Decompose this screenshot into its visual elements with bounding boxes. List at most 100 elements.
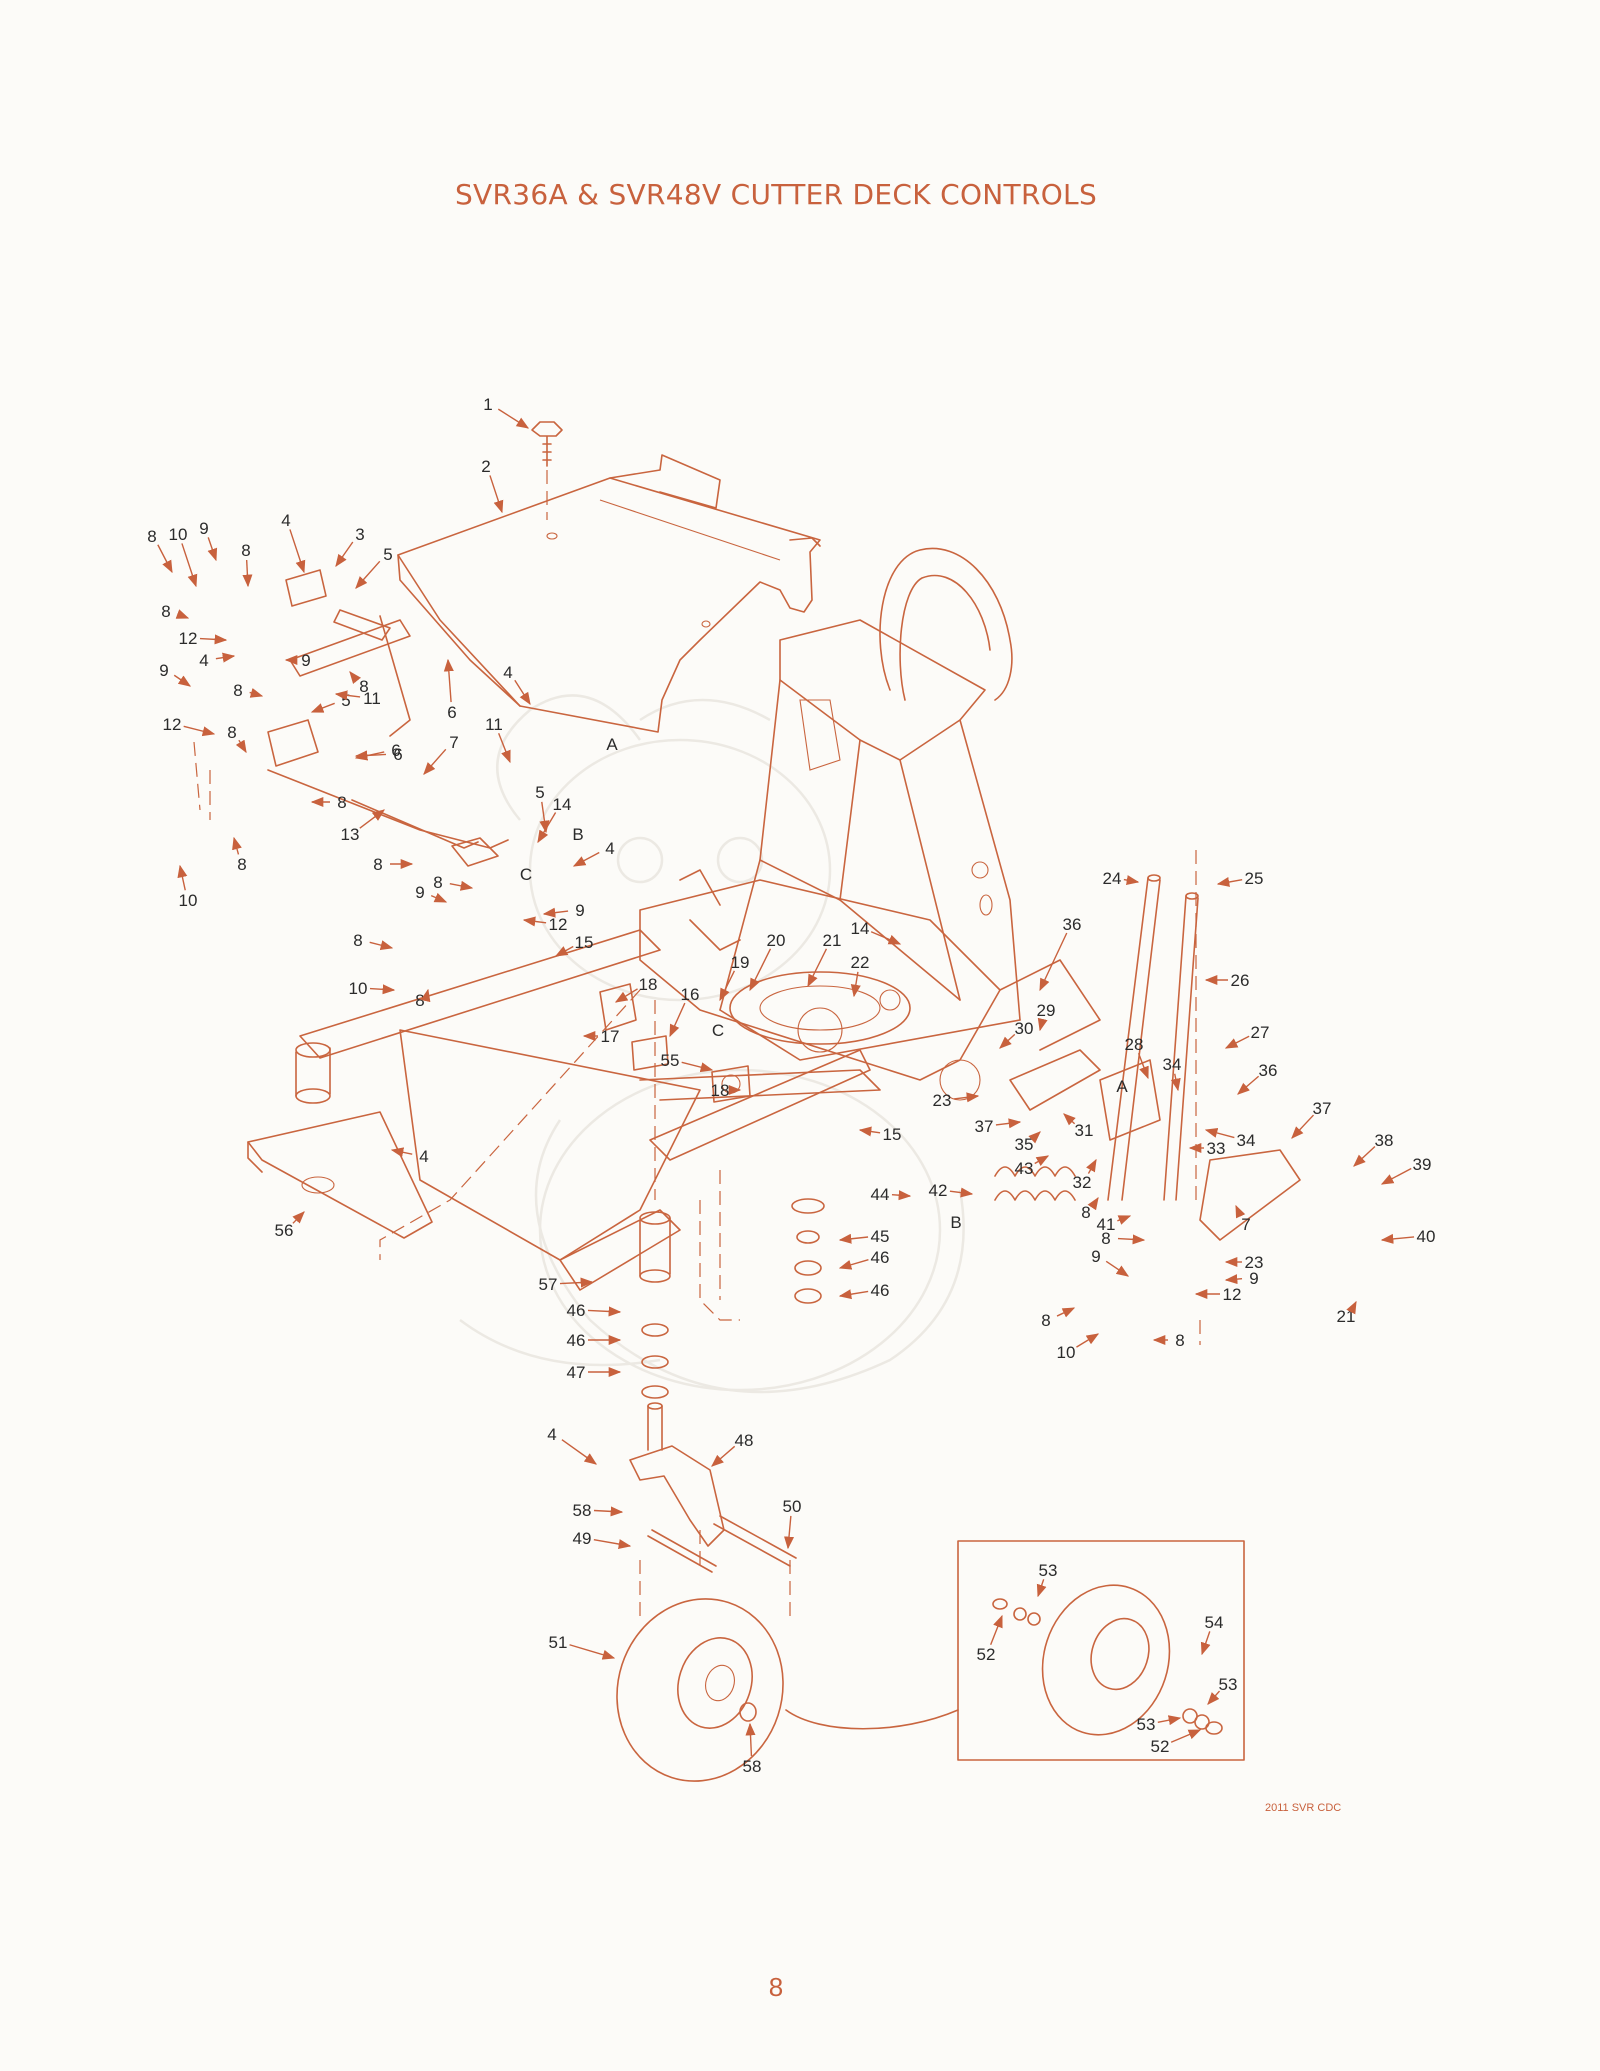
- callout-leader-arrow: [891, 1190, 912, 1201]
- callout-leader-arrow: [1353, 1146, 1376, 1167]
- callout-label: C: [712, 1021, 724, 1040]
- callout-label: 10: [1057, 1343, 1076, 1362]
- callout-leader-arrow: [783, 1515, 795, 1550]
- callout-label: 53: [1039, 1561, 1058, 1580]
- callout-leader-arrow: [215, 652, 236, 663]
- callout-leader-arrow: [995, 1118, 1022, 1129]
- callout-leader-arrow: [870, 931, 902, 945]
- callout-label: A: [1116, 1077, 1128, 1096]
- callout-label: 8: [359, 677, 368, 696]
- callout-leader-arrow: [1063, 1113, 1076, 1126]
- callout-label: 30: [1015, 1019, 1034, 1038]
- callout-leader-arrow: [335, 541, 354, 568]
- callout-label: 57: [539, 1275, 558, 1294]
- callout-label: 6: [391, 741, 400, 760]
- callout-leader-arrow: [489, 475, 504, 514]
- callout-leader-arrow: [1034, 1155, 1050, 1166]
- callout-label: 12: [1223, 1285, 1242, 1304]
- callout-label: 24: [1103, 869, 1122, 888]
- callout-label: 4: [419, 1147, 428, 1166]
- callout-label: 31: [1075, 1121, 1094, 1140]
- callout-leader-arrow: [235, 739, 247, 754]
- callout-leader-arrow: [354, 750, 385, 761]
- callout-leader-arrow: [157, 544, 173, 574]
- callout-leader-arrow: [745, 1722, 756, 1757]
- callout-leader-arrow: [1200, 1631, 1211, 1656]
- callout-label: 46: [567, 1331, 586, 1350]
- callout-label: 15: [575, 933, 594, 952]
- callout-label: 8: [227, 723, 236, 742]
- callout-label: 19: [731, 953, 750, 972]
- callout-leader-arrow: [537, 812, 557, 844]
- callout-label: 43: [1015, 1159, 1034, 1178]
- callout-leader-arrow: [1117, 1215, 1132, 1225]
- callout-label: 4: [605, 839, 614, 858]
- callout-leader-arrow: [1056, 1307, 1076, 1318]
- callout-label: 15: [883, 1125, 902, 1144]
- callout-label: 9: [575, 901, 584, 920]
- callout-leader-arrow: [181, 543, 198, 588]
- callout-label: 26: [1231, 971, 1250, 990]
- callout-label: 7: [449, 733, 458, 752]
- callout-leader-arrow: [207, 537, 218, 562]
- callout-leader-arrow: [1170, 1073, 1181, 1092]
- callout-leader-arrow: [838, 1233, 869, 1244]
- callout-leader-arrow: [593, 1538, 632, 1550]
- callout-leader-arrow: [359, 809, 386, 829]
- callout-label: 53: [1219, 1675, 1238, 1694]
- callout-label: 13: [341, 825, 360, 844]
- callout-label: 6: [393, 745, 402, 764]
- callout-label: 21: [1337, 1307, 1356, 1326]
- callout-leader-arrow: [539, 801, 550, 834]
- callout-label: 16: [681, 985, 700, 1004]
- callout-leader-arrow: [1291, 1114, 1315, 1139]
- callout-label: 53: [1137, 1715, 1156, 1734]
- callout-label: 12: [549, 915, 568, 934]
- callout-leader-arrow: [232, 836, 242, 855]
- callout-label: 54: [1205, 1613, 1224, 1632]
- callout-label: 29: [1037, 1001, 1056, 1020]
- callout-label: 52: [1151, 1737, 1170, 1756]
- callout-label: 52: [977, 1645, 996, 1664]
- callout-leader-arrow: [177, 864, 188, 891]
- callout-leader-arrow: [443, 658, 454, 703]
- callout-label: 50: [783, 1497, 802, 1516]
- callout-label: 8: [415, 991, 424, 1010]
- callout-leader-arrow: [593, 1506, 624, 1517]
- callout-label: 11: [485, 715, 503, 734]
- callout-leader-arrow: [807, 948, 828, 988]
- callout-label: 44: [871, 1185, 890, 1204]
- callout-label: 58: [573, 1501, 592, 1520]
- callout-label: 8: [233, 681, 242, 700]
- callout-label: 8: [161, 602, 170, 621]
- callout-label: 4: [503, 663, 512, 682]
- callout-label: 35: [1015, 1135, 1034, 1154]
- callout-leader-arrow: [1380, 1167, 1412, 1185]
- callout-label: 8: [241, 541, 250, 560]
- callout-leader-arrow: [749, 948, 772, 992]
- callout-leader-arrow: [554, 945, 574, 957]
- callout-label: 9: [199, 519, 208, 538]
- callout-label: 4: [547, 1425, 556, 1444]
- callout-label: 42: [929, 1181, 948, 1200]
- callout-label: 4: [199, 651, 208, 670]
- callout-leader-arrow: [1204, 1128, 1235, 1139]
- callout-leader-arrow: [572, 851, 600, 867]
- callout-leader-arrow: [559, 1277, 594, 1288]
- callout-leader-arrow: [569, 1644, 616, 1660]
- callout-label: 5: [341, 691, 350, 710]
- callout-leader-arrow: [1028, 1131, 1041, 1144]
- callout-leader-arrow: [587, 1306, 622, 1317]
- callout-label: 49: [573, 1529, 592, 1548]
- callout-leader-arrow: [1036, 1579, 1047, 1598]
- callout-leader-arrow: [1235, 1204, 1246, 1219]
- callout-leader-arrow: [183, 725, 216, 737]
- callout-label: 46: [871, 1248, 890, 1267]
- callout-leader-arrow: [669, 1002, 686, 1038]
- callout-leader-arrow: [1170, 1729, 1202, 1743]
- callout-leader-arrow: [1137, 1052, 1149, 1080]
- callout-leader-arrow: [1117, 1234, 1146, 1245]
- callout-leader-arrow: [423, 748, 447, 775]
